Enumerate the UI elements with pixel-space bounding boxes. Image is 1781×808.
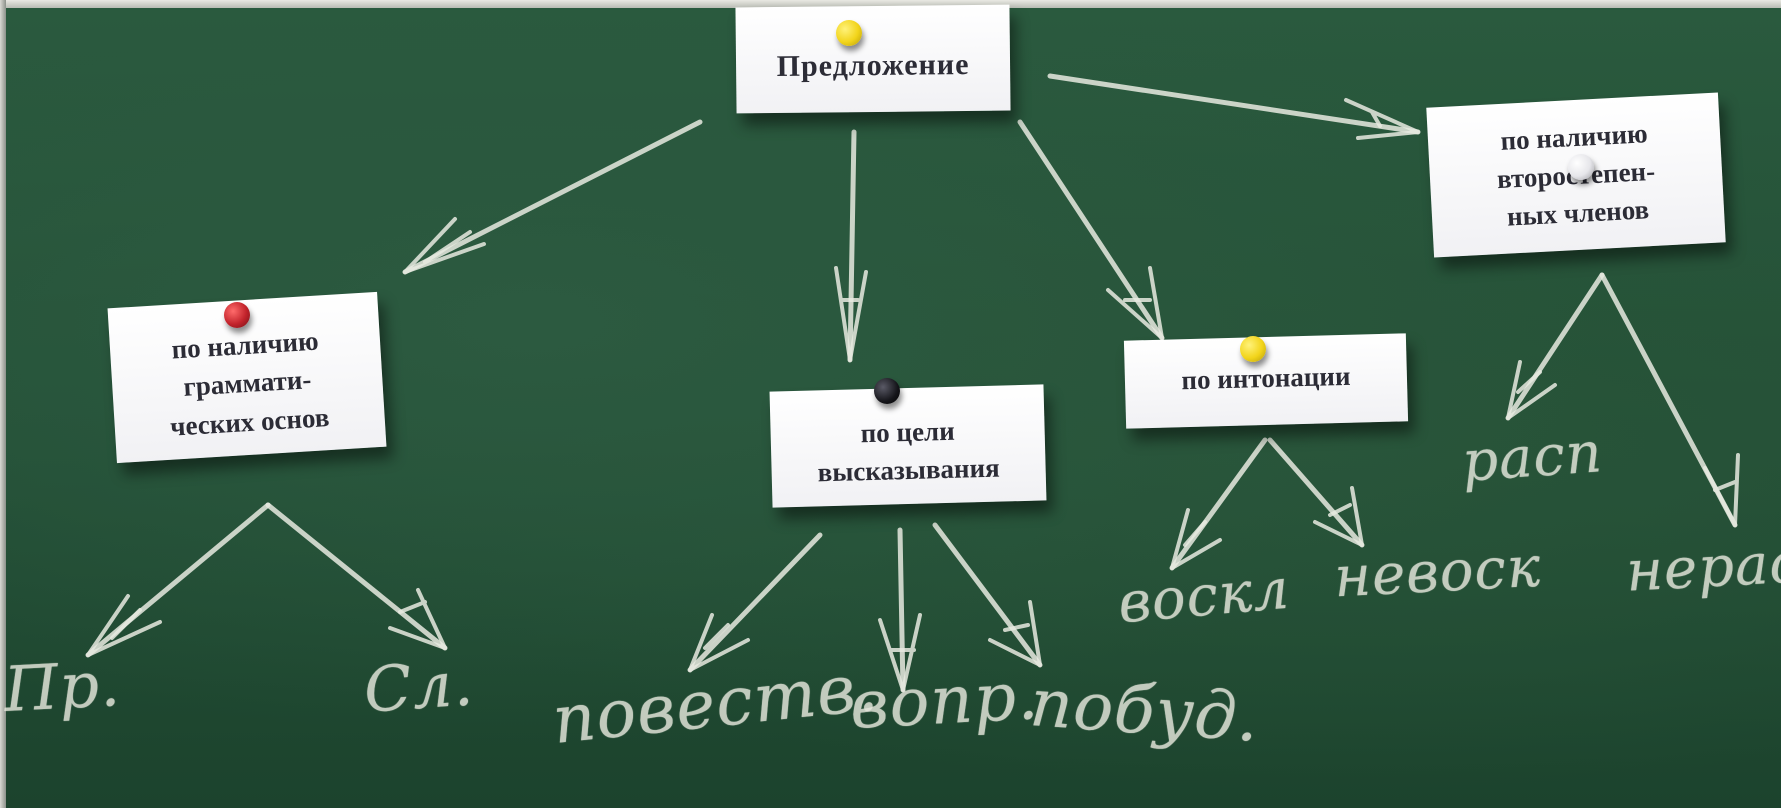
card-root-label: Предложение [776, 47, 970, 83]
arrow-root-to-purpose [834, 129, 868, 363]
board-frame-left [0, 0, 6, 808]
arrow-purpose-to-question [878, 527, 922, 693]
magnet-white [1568, 154, 1594, 180]
chalk-non-extended: нерас [1624, 530, 1781, 605]
arrow-grammar-to-complex [265, 502, 448, 651]
arrow-intonation-to-exclamatory [1169, 437, 1268, 571]
chalk-imperative: побуд. [1027, 664, 1263, 757]
chalk-simple: Пр. [2, 647, 123, 726]
card-root: Предложение [735, 4, 1011, 114]
arrow-root-to-grammar [402, 119, 703, 275]
chalk-extended: расп [1459, 420, 1605, 495]
arrow-secondary-to-extended [1505, 272, 1605, 421]
card-intonation-label: по интонации [1181, 360, 1351, 396]
card-grammar-basis-label: по наличию граммати- ческих основ [169, 325, 331, 442]
arrow-purpose-to-narrative [687, 532, 823, 673]
chalk-question: вопр. [848, 657, 1041, 744]
arrow-root-to-intonation [1017, 119, 1165, 341]
arrow-secondary-to-non-extended [1599, 272, 1740, 528]
arrow-root-to-secondary [1047, 73, 1421, 140]
magnet-yellow-root [836, 20, 862, 46]
magnet-black [874, 378, 900, 404]
magnet-red [224, 302, 250, 328]
arrow-grammar-to-simple [85, 502, 271, 658]
chalk-complex: Сл. [361, 646, 477, 727]
board-frame-top [0, 0, 1781, 8]
card-intonation: по интонации [1123, 333, 1409, 429]
card-utterance-purpose-label: по цели высказывания [817, 415, 1001, 488]
card-utterance-purpose: по цели высказывания [769, 384, 1047, 508]
arrow-purpose-to-imperative [932, 522, 1043, 668]
magnet-yellow-intonation [1240, 336, 1266, 362]
chalk-non-exclamatory: невоск [1332, 534, 1543, 611]
arrow-intonation-to-non-exclamatory [1267, 437, 1365, 548]
